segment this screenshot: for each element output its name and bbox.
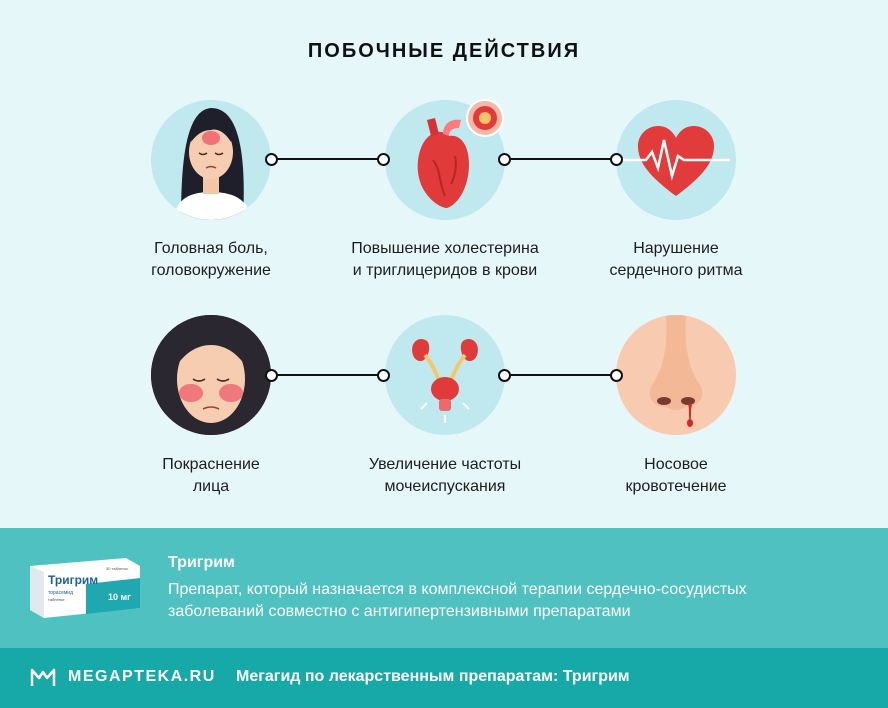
nosebleed-icon [616, 315, 736, 435]
svg-text:таблетки: таблетки [48, 597, 64, 602]
connector-dot [498, 153, 511, 166]
headache-icon [151, 100, 271, 220]
svg-text:торасемид: торасемид [48, 590, 73, 596]
megapteka-logo-icon [30, 666, 56, 693]
heart-rhythm-icon [616, 100, 736, 220]
cholesterol-vessel-icon [466, 99, 504, 137]
connector-dot [610, 369, 623, 382]
connector-dot [377, 369, 390, 382]
drug-name: Тригрим [168, 554, 235, 571]
connector-dot [265, 153, 278, 166]
footer-bar [0, 648, 888, 708]
flushed-face-icon [151, 315, 271, 435]
svg-text:10 мг: 10 мг [108, 592, 131, 602]
svg-text:30 таблеток: 30 таблеток [106, 566, 128, 571]
svg-text:Тригрим: Тригрим [48, 573, 98, 587]
connector-line [505, 374, 617, 376]
connector-line [272, 158, 384, 160]
footer-brand[interactable]: MEGAPTEKA.RU [68, 668, 216, 685]
effect-label-headache: Головная боль,головокружение [151, 240, 271, 279]
connector-dot [610, 153, 623, 166]
kidneys-bladder-icon [385, 315, 505, 435]
footer-caption: Мегагид по лекарственным препаратам: Три… [236, 668, 630, 685]
connector-line [272, 374, 384, 376]
connector-dot [265, 369, 278, 382]
drug-info-band [0, 528, 888, 648]
connector-line [505, 158, 617, 160]
page-title: ПОБОЧНЫЕ ДЕЙСТВИЯ [307, 40, 581, 62]
connector-dot [377, 153, 390, 166]
connector-dot [498, 369, 511, 382]
drug-package-image: Тригрим торасемид таблетки 30 таблеток 1… [26, 556, 144, 625]
drug-description: Препарат, который назначается в комплекс… [168, 581, 747, 620]
